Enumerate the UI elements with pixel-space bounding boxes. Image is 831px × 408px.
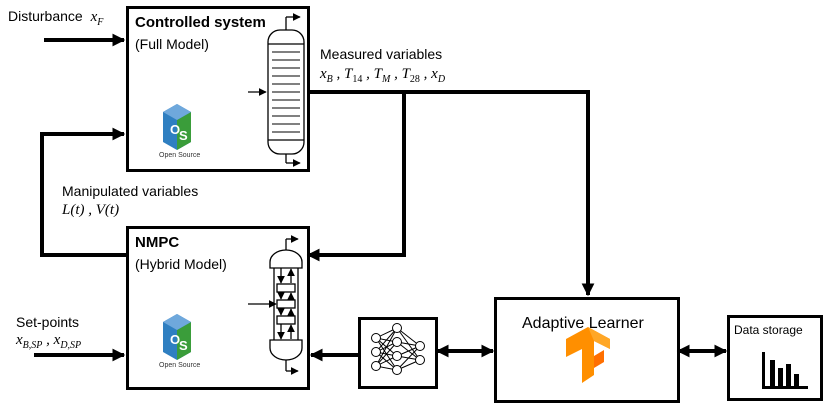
nn-node — [415, 341, 425, 351]
neural-network-box — [358, 317, 438, 389]
nn-node — [392, 365, 402, 375]
neural-network-icon — [371, 323, 425, 375]
tensorflow-logo — [566, 327, 610, 383]
nn-node — [415, 355, 425, 365]
nn-node — [371, 333, 381, 343]
manipulated-label: Manipulated variables — [62, 183, 199, 199]
nmpc-title: NMPC — [135, 234, 180, 251]
svg-text:O: O — [170, 122, 180, 137]
nn-edge — [375, 341, 398, 367]
measured-variables-line — [308, 90, 595, 297]
logo-caption-bottom: Open Source — [159, 362, 201, 369]
controlled-system-box — [126, 6, 310, 172]
svg-text:O: O — [170, 332, 180, 347]
svg-text:S: S — [179, 128, 188, 143]
manipulated-variables-line — [40, 127, 126, 257]
data-storage-title: Data storage — [734, 323, 803, 337]
measured-label: Measured variables — [320, 46, 443, 62]
open-source-logo-bottom: O S — [163, 314, 191, 360]
hybrid-column-icon — [248, 235, 303, 375]
manipulated-symbols: L(t) , V(t) — [62, 202, 120, 218]
controlled-system-subtitle: (Full Model) — [135, 36, 209, 52]
bar-chart-icon — [762, 352, 808, 389]
data-storage-box — [727, 315, 823, 401]
setpoints-symbols: xB,SP , xD,SP — [16, 332, 82, 351]
disturbance-label: Disturbance xF — [8, 8, 104, 28]
nmpc-box — [126, 226, 310, 390]
adaptive-learner-box — [494, 297, 680, 403]
controlled-system-title: Controlled system — [135, 14, 266, 31]
nn-edge — [375, 327, 398, 353]
nn-node — [392, 323, 402, 333]
svg-text:S: S — [179, 338, 188, 353]
logo-caption-top: Open Source — [159, 152, 201, 159]
measured-to-nmpc-line — [306, 92, 406, 262]
setpoints-label: Set-points — [16, 314, 80, 330]
nn-node — [371, 347, 381, 357]
adaptive-learner-title: Adaptive Learner — [522, 315, 644, 332]
open-source-logo-top: O S — [163, 104, 191, 150]
nn-edge — [375, 327, 398, 367]
distillation-column-icon — [248, 13, 305, 167]
nn-edge — [396, 345, 421, 371]
nn-node — [371, 361, 381, 371]
measured-symbols: xB , T14 , TM , T28 , xD — [320, 66, 446, 85]
nmpc-subtitle: (Hybrid Model) — [135, 256, 227, 272]
nn-node — [392, 351, 402, 361]
nn-node — [392, 337, 402, 347]
